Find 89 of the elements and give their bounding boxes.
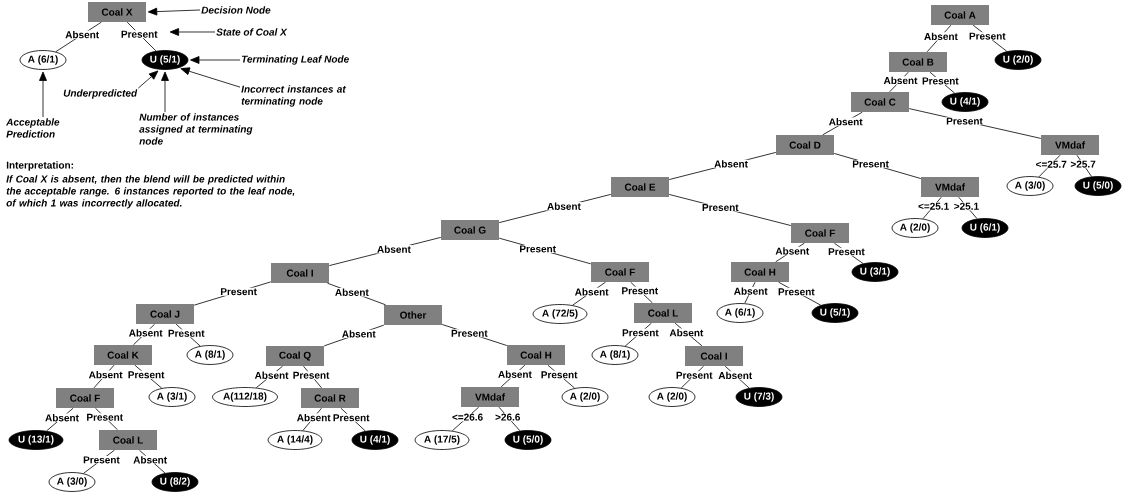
edge-label: Absent [65, 30, 99, 39]
edge-label: Present [922, 77, 959, 85]
edge-label: Present [121, 30, 158, 38]
decision-box: Coal G [441, 220, 499, 240]
decision-box: Coal I [685, 346, 743, 366]
annotation-text: Underpredicted [63, 89, 138, 99]
annotation-text: Incorrect instances at terminating node [241, 85, 346, 107]
leader-arrow [137, 70, 159, 89]
edge-label: Absent [254, 371, 289, 379]
note-text: If Coal X is absent, then the blend will be predicted within the acceptable range. 6 instances reported to the leaf node, of which 1 was incorrectly allocated. [6, 175, 295, 209]
edge-label: Absent [377, 245, 411, 253]
edge-label: Present [168, 329, 205, 337]
edge-label: Absent [734, 287, 768, 295]
leader-arrow [161, 71, 169, 113]
decision-box: Coal F [791, 223, 849, 243]
heading-text: Interpretation: [6, 161, 73, 171]
edge-label: Absent [342, 330, 376, 338]
decision-box: Coal L [634, 303, 692, 323]
edge-label: Present [622, 329, 659, 337]
edge-label: Present [333, 414, 370, 422]
leader-arrow [169, 28, 216, 36]
edge-label: Present [87, 413, 123, 421]
edge-label: Absent [574, 288, 609, 296]
decision-box: Coal L [99, 430, 157, 450]
edge-label: Absent [88, 371, 123, 379]
edge-label: >26.6 [495, 413, 521, 421]
edge-label: Present [946, 117, 983, 125]
leader-arrow [39, 71, 47, 118]
decision-box: Other [384, 305, 442, 325]
edge-label: Absent [133, 456, 167, 464]
leader-arrow [180, 67, 241, 88]
edge-label: Absent [498, 370, 532, 378]
edge-label: Present [828, 248, 865, 256]
edge-label: Absent [129, 329, 163, 337]
decision-box: Coal H [731, 262, 789, 282]
edge-label: Absent [883, 76, 918, 85]
edge-label: Absent [669, 329, 704, 337]
edge-label: Present [220, 288, 257, 296]
decision-box: VMdaf [921, 177, 979, 197]
leader-arrow [190, 56, 241, 64]
edge-label: Present [852, 160, 889, 168]
edge-label: Present [83, 456, 120, 464]
edge-label: Absent [297, 413, 331, 422]
edge-label: Present [676, 371, 713, 379]
leader-arrow [147, 7, 201, 16]
edge-label: Present [778, 288, 815, 296]
edge-label: Absent [828, 118, 863, 126]
decision-box: Coal B [889, 52, 947, 72]
decision-box: Coal R [301, 388, 359, 408]
edge-label: <=25.7 [1036, 160, 1067, 168]
edge-label: Absent [924, 32, 958, 41]
edge-label: Present [969, 32, 1006, 40]
decision-box: Coal C [851, 92, 909, 112]
decision-box: Coal Q [266, 346, 324, 366]
edge-label: Absent [714, 160, 748, 168]
decision-box: Coal J [136, 304, 194, 324]
decision-box: Coal K [94, 345, 152, 365]
edge-label: Absent [335, 288, 369, 296]
annotation-text: Terminating Leaf Node [241, 55, 349, 65]
decision-box: VMdaf [1041, 135, 1099, 155]
edge-label: Absent [547, 202, 581, 210]
edge-label: >25.7 [1070, 160, 1096, 168]
decision-box: Coal E [611, 177, 669, 197]
decision-box: Coal H [507, 345, 565, 365]
edge-label: >25.1 [954, 202, 979, 210]
edge-label: Present [622, 287, 658, 295]
decision-box: Coal I [271, 263, 329, 283]
edge-label: Present [520, 245, 556, 253]
decision-box: Coal F [591, 262, 649, 282]
edge-label: Present [128, 371, 165, 379]
edge-label: Absent [718, 371, 753, 380]
edge-label: Present [541, 371, 578, 379]
decision-box: VMdaf [461, 387, 519, 407]
annotation-text: Number of instances assigned at terminating node [139, 113, 253, 145]
decision-box: Coal X [88, 2, 146, 22]
edge-label: Present [293, 371, 330, 379]
edge-label: Present [451, 329, 488, 337]
annotation-text: Acceptable Prediction [6, 118, 60, 138]
decision-box: Coal F [56, 388, 114, 408]
edge-label: Absent [45, 414, 79, 422]
decision-box: Coal D [776, 135, 834, 155]
edge-label: Absent [775, 247, 810, 255]
decision-box: Coal A [931, 5, 989, 25]
branch-line [303, 365, 322, 389]
annotation-text: State of Coal X [216, 28, 288, 36]
edge-label: <=25.1 [918, 202, 949, 210]
annotation-text: Decision Node [201, 6, 271, 14]
edge-label: Present [702, 204, 739, 211]
edge-label: <=26.6 [452, 413, 483, 421]
